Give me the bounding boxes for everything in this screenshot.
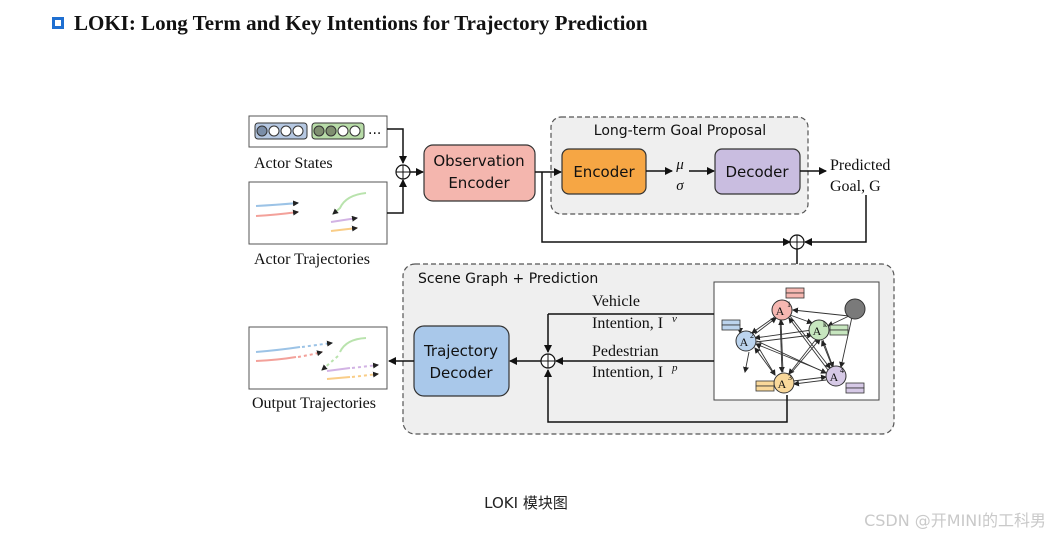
ellipsis-text: ... [368, 122, 381, 138]
node-a2: A [740, 335, 749, 349]
sum-node-intentions [540, 353, 556, 369]
node-ak-sup: k [823, 320, 827, 329]
traj-decoder-line2: Decoder [429, 364, 493, 382]
obs-encoder-line2: Encoder [448, 174, 510, 192]
vehicle-intention-line1: Vehicle [592, 293, 640, 310]
actor-states-panel: ... [248, 115, 388, 148]
sum-node-input [395, 164, 411, 180]
decoder-label: Decoder [725, 163, 789, 181]
pedestrian-intention-line2: Intention, I [592, 364, 663, 381]
node-ak: A [813, 324, 822, 338]
output-trajectories-label: Output Trajectories [252, 395, 376, 412]
mu-symbol: μ [675, 157, 684, 173]
goal-proposal-title: Long-term Goal Proposal [594, 123, 766, 139]
predicted-goal-line1: Predicted [830, 157, 890, 174]
observation-encoder-block [423, 144, 536, 202]
node-a4-sup: 4 [840, 366, 844, 375]
scene-graph-title: Scene Graph + Prediction [418, 271, 598, 287]
traj-decoder-line1: Trajectory [423, 342, 498, 360]
obs-encoder-line1: Observation [433, 152, 524, 170]
figure-caption: LOKI 模块图 [484, 494, 568, 512]
actor-states-label: Actor States [254, 155, 333, 172]
sum-node-goal [789, 234, 805, 250]
node-a3-sup: 3 [788, 373, 792, 382]
vehicle-intention-sup: v [672, 313, 677, 325]
node-a4: A [830, 370, 839, 384]
page-title: LOKI: Long Term and Key Intentions for T… [74, 10, 648, 35]
node-a3: A [778, 377, 787, 391]
predicted-goal-line2: Goal, G [830, 178, 881, 195]
vehicle-intention-line2: Intention, I [592, 315, 663, 332]
square-bullet-icon [52, 17, 64, 29]
output-trajectories-panel [248, 326, 388, 390]
node-a2-sup: 2 [750, 331, 754, 340]
node-a1: A [776, 304, 785, 318]
scene-graph-panel: A 1 A k A 2 A 3 A 4 [713, 281, 880, 401]
sigma-symbol: σ [676, 178, 684, 194]
pedestrian-intention-line1: Pedestrian [592, 343, 659, 360]
trajectory-decoder-block [413, 325, 510, 397]
encoder-label: Encoder [573, 163, 635, 181]
node-a1-sup: 1 [787, 300, 791, 309]
pedestrian-intention-sup: p [671, 362, 678, 374]
actor-trajectories-label: Actor Trajectories [254, 251, 370, 268]
csdn-watermark: CSDN @开MINI的工科男 [864, 511, 1046, 530]
actor-trajectories-panel [248, 181, 388, 245]
page-heading: LOKI: Long Term and Key Intentions for T… [52, 9, 648, 37]
